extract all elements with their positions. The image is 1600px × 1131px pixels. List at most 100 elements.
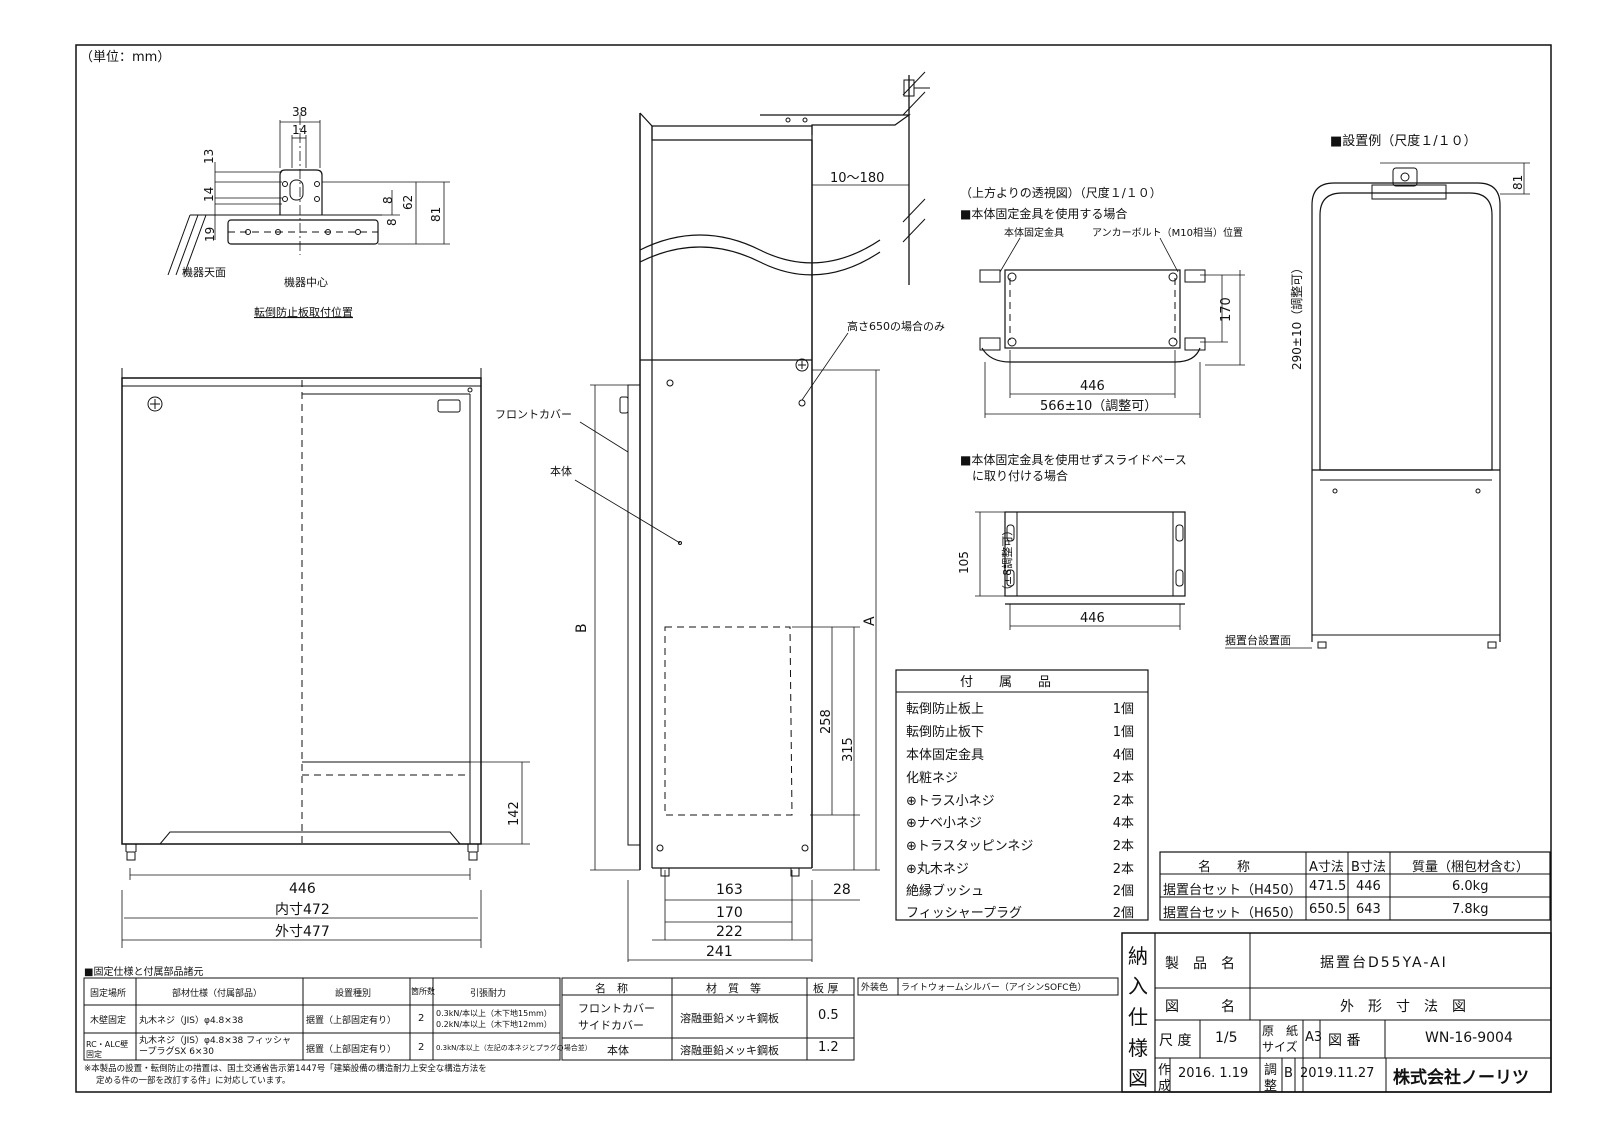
dim-14-top: 14: [292, 123, 307, 137]
label-fixing-bracket: 本体固定金具: [1004, 226, 1064, 239]
accessory-name: 絶縁ブッシュ: [906, 884, 985, 899]
table-cell: フロントカバー: [578, 1002, 655, 1015]
fixing-header: 固定場所: [90, 989, 127, 999]
side-dim-258: 258: [819, 709, 834, 734]
fixing-header: 部材仕様（付属部品）: [172, 989, 263, 999]
dim-8-a: 8: [381, 196, 395, 204]
scale-label: 尺 度: [1159, 1033, 1192, 1049]
accessory-qty: 2個: [1112, 906, 1134, 921]
number-value: WN-16-9004: [1425, 1030, 1513, 1046]
case2-title-1: ■本体固定金具を使用せずスライドベース: [960, 452, 1187, 467]
label-anchor: アンカーボルト（M10相当）位置: [1092, 226, 1243, 239]
side-dim-222: 222: [716, 924, 743, 940]
model-header-name: 名 称: [1198, 860, 1251, 875]
side-char: 仕: [1128, 1005, 1148, 1029]
finish-value: ライトウォームシルバー（アイシンSOFC色）: [901, 983, 1087, 993]
accessory-name: 本体固定金具: [906, 748, 985, 763]
created-date: 2016. 1.19: [1178, 1066, 1249, 1081]
accessory-qty: 4本: [1112, 816, 1134, 831]
fixing-note-2: 定める件の一部を改訂する件」に対応しています。: [96, 1076, 291, 1086]
accessories-header: 付 属 品: [960, 675, 1051, 690]
accessory-name: フィッシャープラグ: [906, 906, 1022, 921]
accessory-qty: 2本: [1112, 862, 1134, 877]
side-char: 図: [1128, 1066, 1148, 1090]
dim-13: 13: [202, 149, 216, 164]
label-front-cover: フロントカバー: [495, 408, 572, 421]
revision-mark: B: [1284, 1066, 1293, 1081]
created-label: 成: [1158, 1079, 1172, 1094]
drawing-label: 図 名: [1165, 999, 1235, 1015]
top-view-title: （上方よりの透視図）（尺度１/１０）: [960, 185, 1162, 200]
install-dim-81: 81: [1511, 175, 1525, 190]
side-dim-B: B: [574, 623, 590, 633]
accessory-name: ⊕ナベ小ネジ: [906, 816, 982, 831]
list-item: フィッシャープラグ 2個: [906, 900, 1142, 923]
front-dim-outer: 外寸477: [275, 924, 330, 940]
accessory-qty: 2個: [1112, 884, 1134, 899]
side-dim-A: A: [862, 616, 878, 626]
side-char: 入: [1128, 974, 1148, 998]
table-cell: 446: [1356, 879, 1381, 894]
accessory-qty: 1個: [1112, 702, 1134, 717]
table-cell: 木壁固定: [90, 1016, 127, 1026]
unit-note: （単位：mm）: [80, 49, 170, 65]
accessory-name: ⊕トラスタッピンネジ: [906, 839, 1034, 854]
created-label: 作: [1158, 1063, 1172, 1078]
revised-label: 調: [1264, 1063, 1278, 1078]
accessory-name: ⊕トラス小ネジ: [906, 794, 995, 809]
table-cell: 6.0kg: [1452, 879, 1489, 894]
front-view: 446 内寸472 外寸477 142: [121, 368, 530, 948]
fixing-header: 箇所数: [411, 987, 435, 996]
top-dim-105: 105: [957, 551, 971, 574]
fixing-header: 引張耐力: [470, 989, 507, 999]
fixing-header: 設置種別: [335, 989, 372, 999]
table-cell: 1.2: [818, 1040, 839, 1055]
top-dim-290: 290±10（調整可）: [1289, 262, 1304, 370]
table-cell: 溶融亜鉛メッキ鋼板: [680, 1044, 779, 1057]
product-label: 製 品 名: [1165, 956, 1235, 972]
revised-date: 2019.11.27: [1300, 1066, 1375, 1081]
revised-label: 整: [1264, 1079, 1278, 1094]
table-cell: 据置台セット（H650）: [1163, 906, 1302, 921]
install-title: ■設置例（尺度１/１０）: [1330, 133, 1477, 149]
side-char: 様: [1128, 1036, 1148, 1060]
front-dim-142: 142: [507, 801, 522, 826]
table-cell: 据置（上部固定有り）: [306, 1045, 397, 1055]
label-body: 本体: [550, 464, 572, 478]
model-header-mass: 質量（梱包材含む）: [1412, 860, 1530, 875]
material-table: [561, 977, 1119, 1061]
table-cell: 据置（上部固定有り）: [306, 1016, 397, 1026]
finish-label: 外装色: [861, 983, 889, 993]
label-top-face: 機器天面: [182, 265, 226, 279]
side-char: 納: [1128, 944, 1148, 968]
model-header-b: B寸法: [1351, 860, 1386, 875]
table-cell: 丸木ネジ（JIS）φ4.8×38: [139, 1016, 244, 1026]
case2-title-2: に取り付ける場合: [972, 468, 1068, 483]
table-cell: 0.3kN/本以上（木下地15mm）: [436, 1009, 552, 1018]
model-header-a: A寸法: [1309, 860, 1344, 875]
label-650-only: 高さ650の場合のみ: [847, 319, 945, 333]
fixing-spec-table: [83, 977, 561, 1061]
material-header: 名 称: [595, 982, 628, 995]
list-item: ⊕ナベ小ネジ 4本: [906, 810, 1142, 833]
table-cell: 溶融亜鉛メッキ鋼板: [680, 1012, 779, 1025]
model-table: [1159, 851, 1551, 921]
table-cell: 650.5: [1309, 902, 1347, 917]
side-dim-163: 163: [716, 882, 743, 898]
top-dim-566: 566±10（調整可）: [1040, 399, 1157, 414]
side-dim-315: 315: [841, 737, 856, 762]
table-cell: 据置台セット（H450）: [1163, 883, 1302, 898]
label-device-center: 機器中心: [284, 275, 328, 289]
dim-38: 38: [292, 105, 307, 119]
title-block: [1121, 932, 1552, 1093]
dim-81: 81: [429, 207, 443, 222]
table-cell: 7.8kg: [1452, 902, 1489, 917]
accessory-qty: 1個: [1112, 725, 1134, 740]
number-label: 図 番: [1328, 1033, 1361, 1049]
fixing-note-1: ※本製品の設置・転倒防止の措置は、国土交通省告示第1447号「建築設備の構造耐力…: [84, 1064, 487, 1074]
top-dim-446a: 446: [1080, 379, 1105, 394]
